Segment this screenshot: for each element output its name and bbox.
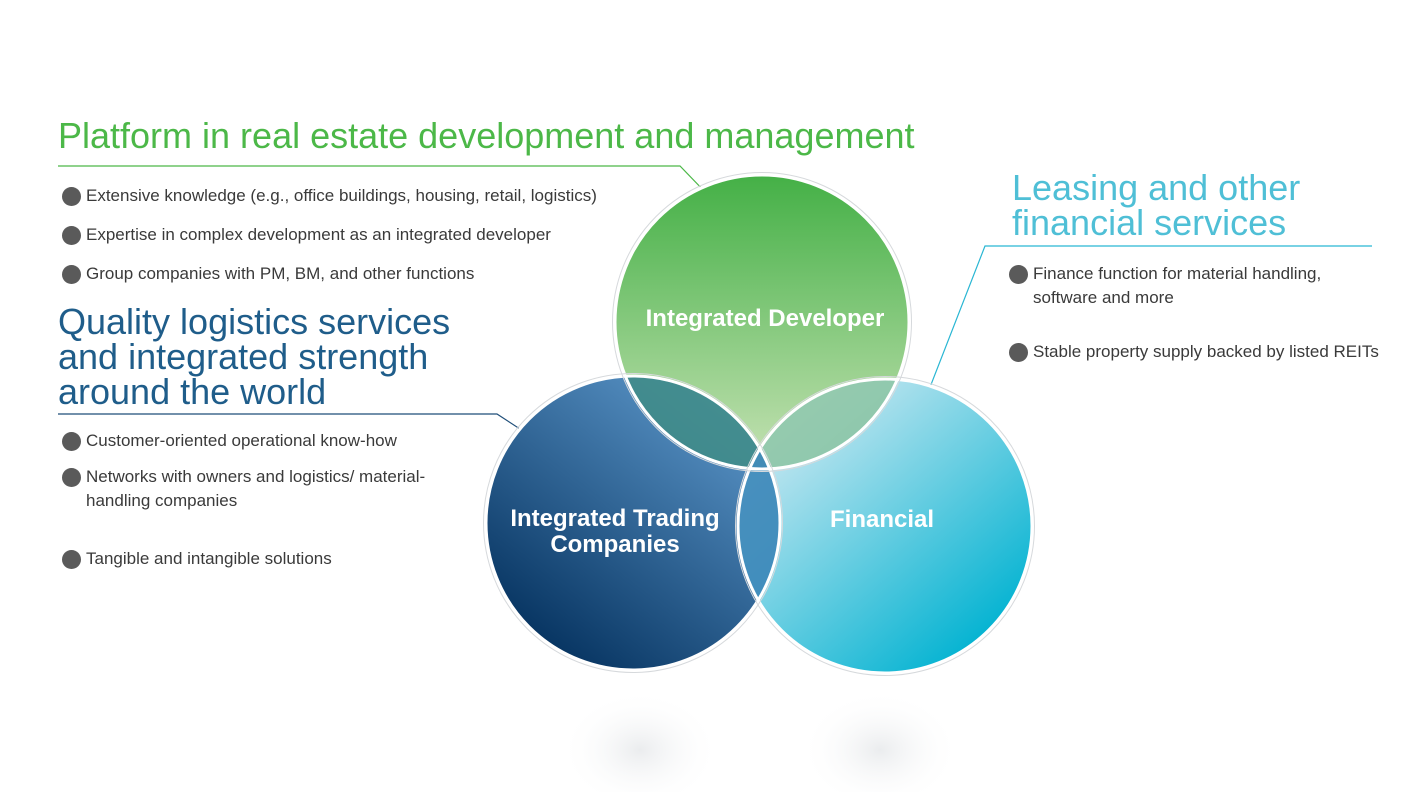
- circle-label-developer: Integrated Developer: [645, 305, 885, 332]
- bullet-dot: [1009, 343, 1028, 362]
- list-item: Expertise in complex development as an i…: [58, 223, 698, 247]
- heading-leasing: Leasing and other financial services: [1012, 167, 1301, 243]
- heading-logistics: Quality logistics services and integrate…: [58, 301, 451, 412]
- outline-trading: [484, 374, 782, 672]
- background-shade: [560, 690, 720, 792]
- list-item: Stable property supply backed by listed …: [1005, 340, 1385, 364]
- list-item: Extensive knowledge (e.g., office buildi…: [58, 184, 698, 208]
- logistics-list: Customer-oriented operational know-how N…: [58, 429, 478, 571]
- leasing-list: Finance function for material handling, …: [1005, 262, 1385, 394]
- list-item: Finance function for material handling, …: [1005, 262, 1385, 310]
- list-item-text: Customer-oriented operational know-how: [86, 431, 397, 450]
- list-item-text: Finance function for material handling, …: [1033, 264, 1322, 307]
- list-item-text: Networks with owners and logistics/ mate…: [86, 467, 426, 510]
- list-item-text: Extensive knowledge (e.g., office buildi…: [86, 186, 597, 205]
- bullet-dot: [62, 187, 81, 206]
- heading-platform: Platform in real estate development and …: [58, 115, 915, 156]
- background-shade: [800, 690, 960, 792]
- circle-label-financial: Financial: [829, 506, 935, 533]
- circle-label-trading: Integrated Trading Companies: [510, 505, 720, 558]
- list-item: Group companies with PM, BM, and other f…: [58, 262, 698, 286]
- list-item: Tangible and intangible solutions: [58, 547, 478, 571]
- bullet-dot: [62, 265, 81, 284]
- bullet-dot: [1009, 265, 1028, 284]
- bullet-dot: [62, 550, 81, 569]
- outline-developer-ring: [612, 172, 912, 472]
- platform-list: Extensive knowledge (e.g., office buildi…: [58, 184, 698, 301]
- list-item-text: Group companies with PM, BM, and other f…: [86, 264, 475, 283]
- list-item-text: Stable property supply backed by listed …: [1033, 342, 1379, 361]
- outline-financial-ring: [735, 376, 1035, 676]
- outline-developer: [613, 173, 911, 471]
- outline-trading-ring: [483, 373, 783, 673]
- list-item: Customer-oriented operational know-how: [58, 429, 478, 453]
- list-item: Networks with owners and logistics/ mate…: [58, 465, 478, 513]
- overlap-developer-trading: [615, 376, 780, 469]
- bullet-dot: [62, 226, 81, 245]
- outline-financial: [736, 377, 1034, 675]
- bullet-dot: [62, 468, 81, 487]
- list-item-text: Tangible and intangible solutions: [86, 549, 332, 568]
- bullet-dot: [62, 432, 81, 451]
- overlap-developer-financial: [738, 379, 909, 469]
- list-item-text: Expertise in complex development as an i…: [86, 225, 551, 244]
